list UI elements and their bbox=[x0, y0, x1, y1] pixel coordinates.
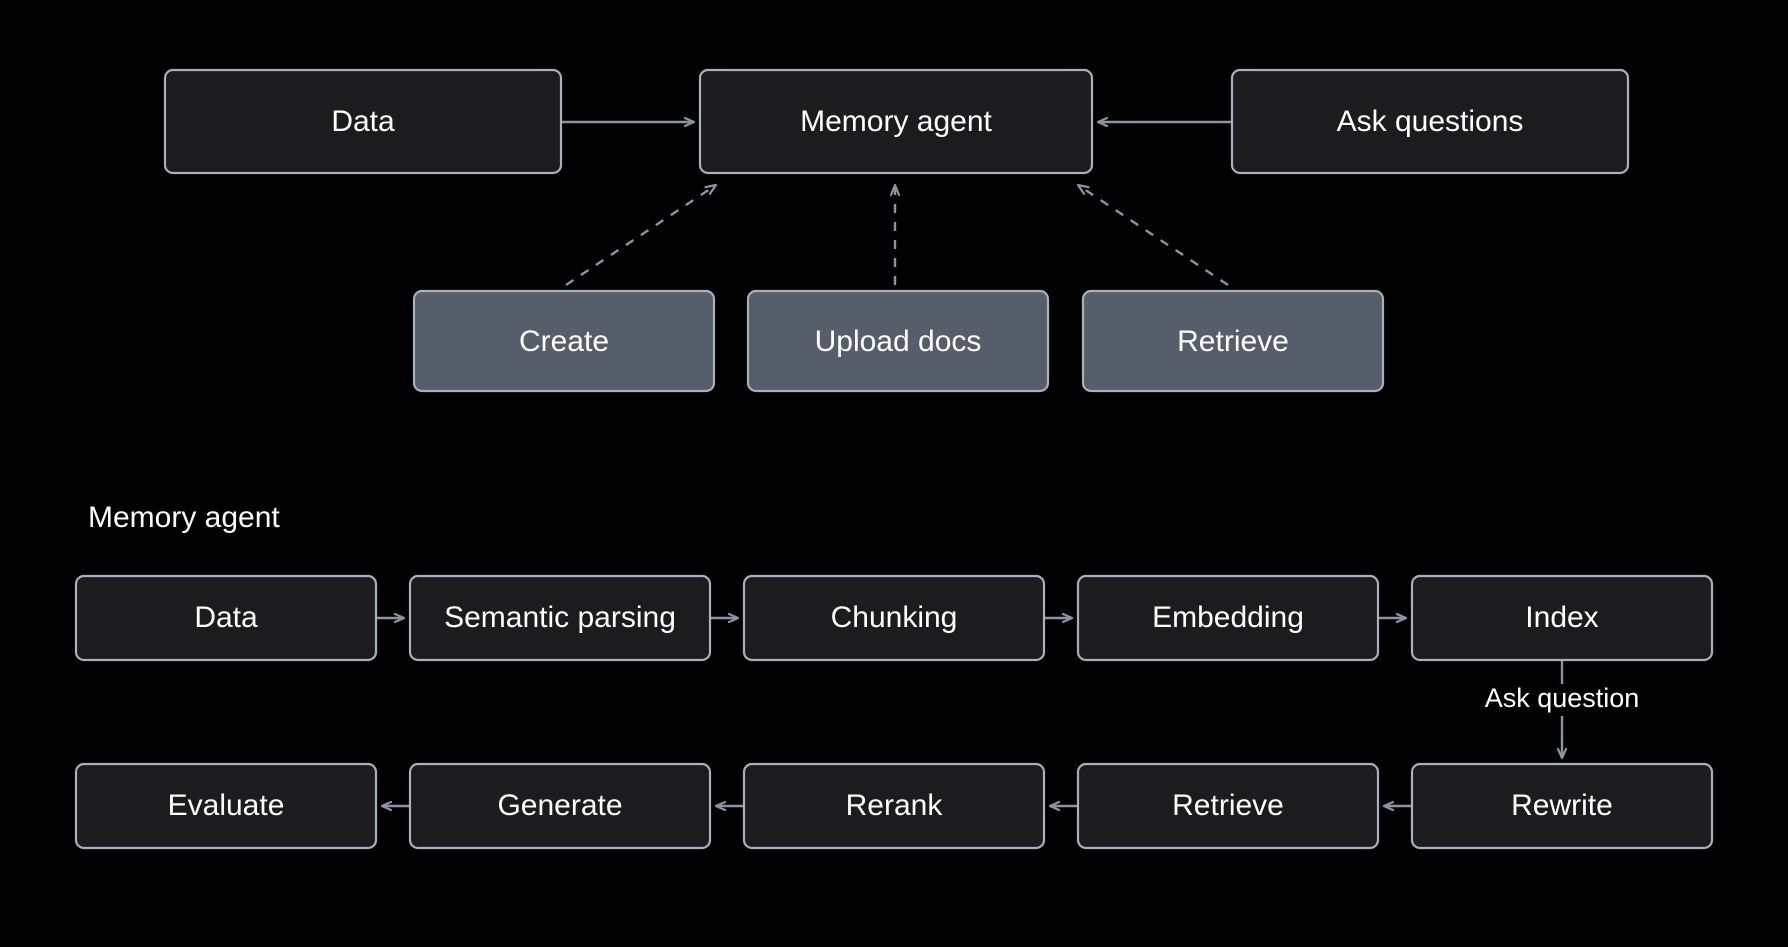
node-data-2[interactable]: Data bbox=[74, 574, 378, 662]
node-evaluate-label: Evaluate bbox=[168, 789, 285, 822]
node-generate-box[interactable] bbox=[408, 762, 712, 850]
node-retrieve-top-label: Retrieve bbox=[1177, 325, 1289, 358]
node-rewrite-label: Rewrite bbox=[1511, 789, 1613, 822]
node-upload-docs-label: Upload docs bbox=[815, 325, 982, 358]
node-create-label: Create bbox=[519, 325, 609, 358]
node-create-box[interactable] bbox=[412, 289, 716, 393]
node-chunking[interactable]: Chunking bbox=[742, 574, 1046, 662]
edge-retrieve-to-memory-agent bbox=[1078, 185, 1229, 286]
node-rerank[interactable]: Rerank bbox=[742, 762, 1046, 850]
node-rewrite[interactable]: Rewrite bbox=[1410, 762, 1714, 850]
node-rerank-box[interactable] bbox=[742, 762, 1046, 850]
node-retrieve-2-label: Retrieve bbox=[1172, 789, 1284, 822]
node-index-label: Index bbox=[1525, 601, 1598, 634]
node-embedding-label: Embedding bbox=[1152, 601, 1304, 634]
node-chunking-label: Chunking bbox=[831, 601, 958, 634]
node-evaluate-box[interactable] bbox=[74, 762, 378, 850]
node-retrieve-2[interactable]: Retrieve bbox=[1076, 762, 1380, 850]
node-memory-agent-box[interactable] bbox=[698, 68, 1094, 175]
node-generate-label: Generate bbox=[497, 789, 622, 822]
node-evaluate[interactable]: Evaluate bbox=[74, 762, 378, 850]
node-ask-questions-label: Ask questions bbox=[1337, 105, 1524, 138]
edge-label-ask-question: Ask question bbox=[1485, 683, 1640, 713]
edge-create-to-memory-agent bbox=[565, 185, 716, 286]
node-embedding-box[interactable] bbox=[1076, 574, 1380, 662]
node-rewrite-box[interactable] bbox=[1410, 762, 1714, 850]
node-data-2-box[interactable] bbox=[74, 574, 378, 662]
node-retrieve-2-box[interactable] bbox=[1076, 762, 1380, 850]
node-data-label: Data bbox=[331, 105, 395, 138]
node-index[interactable]: Index bbox=[1410, 574, 1714, 662]
node-ask-questions[interactable]: Ask questions bbox=[1230, 68, 1630, 175]
node-data[interactable]: Data bbox=[163, 68, 563, 175]
node-index-box[interactable] bbox=[1410, 574, 1714, 662]
node-ask-questions-box[interactable] bbox=[1230, 68, 1630, 175]
node-semantic-parsing[interactable]: Semantic parsing bbox=[408, 574, 712, 662]
node-retrieve-top-box[interactable] bbox=[1081, 289, 1385, 393]
node-embedding[interactable]: Embedding bbox=[1076, 574, 1380, 662]
node-semantic-parsing-label: Semantic parsing bbox=[444, 601, 676, 634]
node-retrieve-top[interactable]: Retrieve bbox=[1081, 289, 1385, 393]
node-upload-docs[interactable]: Upload docs bbox=[746, 289, 1050, 393]
node-memory-agent[interactable]: Memory agent bbox=[698, 68, 1094, 175]
node-rerank-label: Rerank bbox=[846, 789, 944, 822]
node-data-2-label: Data bbox=[194, 601, 258, 634]
node-generate[interactable]: Generate bbox=[408, 762, 712, 850]
node-semantic-parsing-box[interactable] bbox=[408, 574, 712, 662]
node-chunking-box[interactable] bbox=[742, 574, 1046, 662]
node-upload-docs-box[interactable] bbox=[746, 289, 1050, 393]
node-create[interactable]: Create bbox=[412, 289, 716, 393]
node-memory-agent-label: Memory agent bbox=[800, 105, 992, 138]
node-data-box[interactable] bbox=[163, 68, 563, 175]
section-title-memory-agent: Memory agent bbox=[88, 501, 280, 534]
